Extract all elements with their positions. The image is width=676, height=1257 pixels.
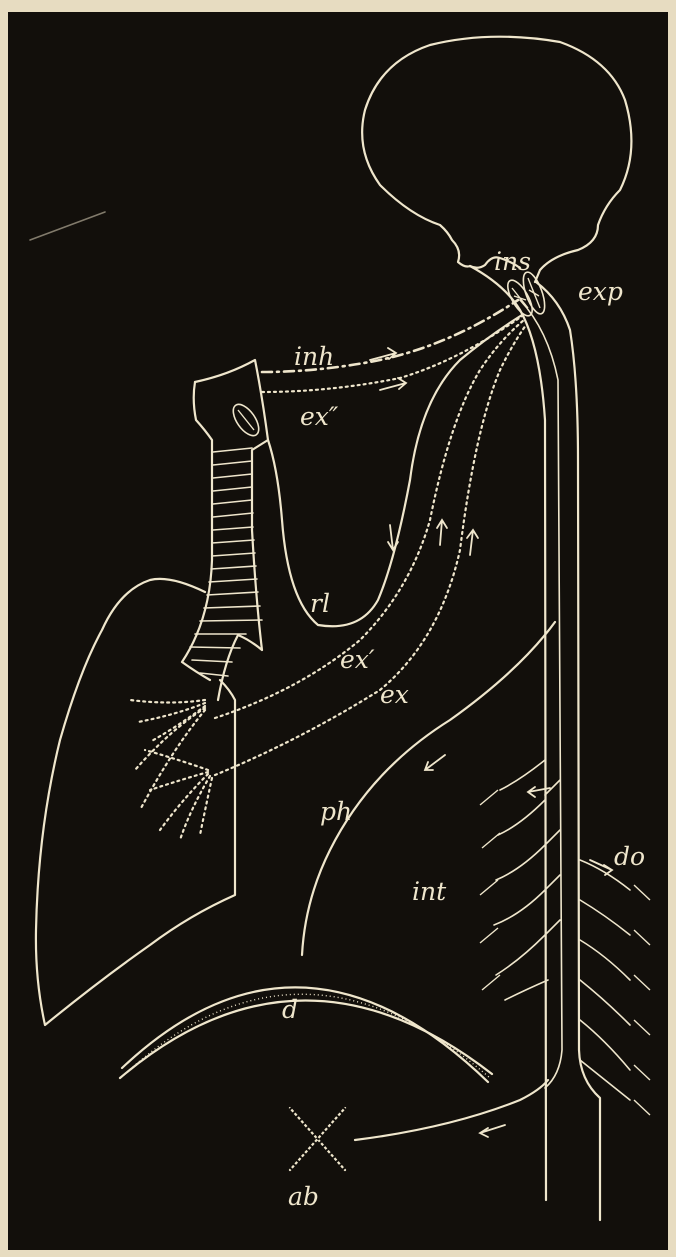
- label-ex2: ex″: [300, 402, 339, 431]
- label-ins: ins: [494, 247, 531, 276]
- label-ph: ph: [320, 797, 352, 826]
- label-ab: ab: [288, 1182, 319, 1211]
- label-rl: rl: [310, 589, 330, 618]
- label-inh: inh: [294, 342, 334, 371]
- label-d: d: [282, 995, 298, 1024]
- label-do: do: [614, 842, 645, 871]
- label-ex: ex: [380, 680, 409, 709]
- plate-background: [8, 12, 668, 1250]
- label-int: int: [412, 877, 447, 906]
- label-exp: exp: [578, 277, 623, 306]
- label-ex1: ex′: [340, 645, 375, 674]
